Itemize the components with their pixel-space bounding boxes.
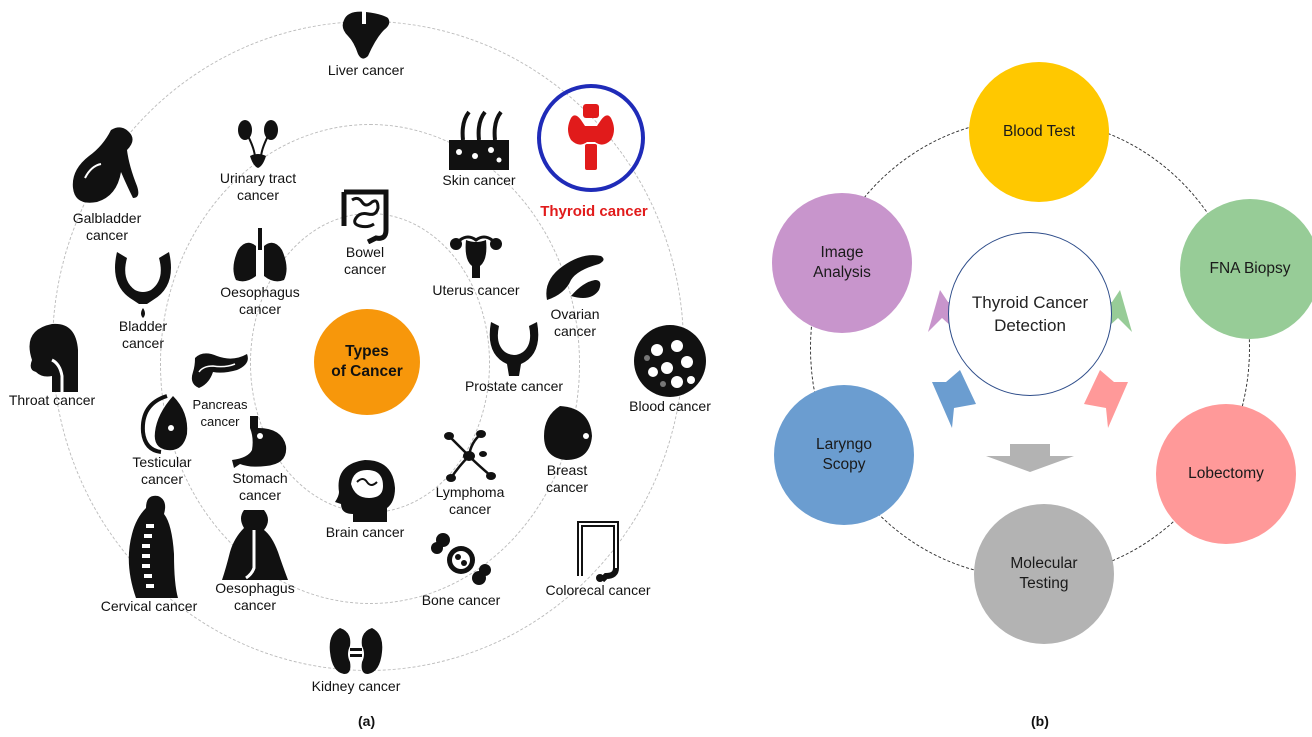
cervical-cancer: Cervical cancer	[84, 494, 214, 615]
testicular-cancer: Testicular cancer	[97, 392, 227, 488]
bowel-cancer: Bowel cancer	[300, 186, 430, 278]
bladder-icon	[115, 252, 171, 318]
urinary-tract-cancer: Urinary tract cancer	[193, 118, 323, 204]
breast-icon	[544, 406, 592, 460]
caption-a: (a)	[358, 713, 376, 729]
bone-icon	[431, 533, 491, 585]
caption-b: (b)	[1031, 713, 1049, 729]
stomach-icon	[232, 416, 287, 468]
node-fna-biopsy: FNA Biopsy	[1180, 199, 1312, 339]
liver-cancer: Liver cancer	[301, 8, 431, 79]
liver-icon	[342, 10, 390, 59]
pancreas-cancer: Pancreas cancer	[155, 348, 285, 430]
kidney-icon	[329, 628, 383, 674]
testicular-icon	[140, 394, 188, 454]
prostate-icon	[489, 322, 539, 376]
node-blood-test: Blood Test	[969, 62, 1109, 202]
node-lobectomy: Lobectomy	[1156, 404, 1296, 544]
throat-icon	[29, 323, 78, 392]
stomach-cancer: Stomach cancer	[195, 414, 325, 504]
throat-cancer: Throat cancer	[0, 320, 117, 409]
oesophagus-cancer: Oesophagus cancer	[190, 508, 320, 614]
spine-icon	[128, 495, 178, 598]
brain-head-icon	[335, 460, 395, 522]
gallbladder-icon	[72, 127, 139, 203]
middle-ring	[160, 124, 580, 604]
bowel-icon	[341, 189, 389, 244]
lymphoma-cancer: Lymphoma cancer	[405, 428, 535, 518]
bone-cancer: Bone cancer	[396, 532, 526, 609]
thyroid-highlight-ring	[537, 84, 645, 192]
colon-icon	[577, 521, 619, 582]
skin-cancer: Skin cancer	[414, 110, 544, 189]
lungs-icon	[233, 228, 287, 282]
oesophagus-lungs-cancer: Oesophagus cancer	[195, 228, 325, 318]
thyroid-icon	[568, 104, 614, 170]
bladder-cancer: Bladder cancer	[78, 250, 208, 352]
prostate-cancer: Prostate cancer	[449, 320, 579, 395]
uterus-icon	[450, 235, 502, 278]
thyroid-cancer-label: Thyroid cancer	[540, 203, 648, 220]
blood-cells-icon	[634, 325, 706, 397]
skin-icon	[449, 110, 509, 170]
oesophagus-icon	[222, 510, 288, 580]
gallbladder-cancer: Galbladder cancer	[42, 126, 172, 244]
blood-cancer: Blood cancer	[605, 324, 735, 415]
kidney-cancer: Kidney cancer	[291, 626, 421, 695]
uterus-cancer: Uterus cancer	[411, 230, 541, 299]
breast-cancer: Breast cancer	[502, 404, 632, 496]
colorectal-cancer: Colorecal cancer	[533, 518, 663, 599]
ovarian-icon	[546, 255, 604, 300]
lymph-node-icon	[444, 430, 496, 482]
pancreas-icon	[191, 353, 248, 388]
ovarian-cancer: Ovarian cancer	[510, 250, 640, 340]
urinary-tract-icon	[238, 120, 278, 168]
brain-cancer: Brain cancer	[300, 458, 430, 541]
